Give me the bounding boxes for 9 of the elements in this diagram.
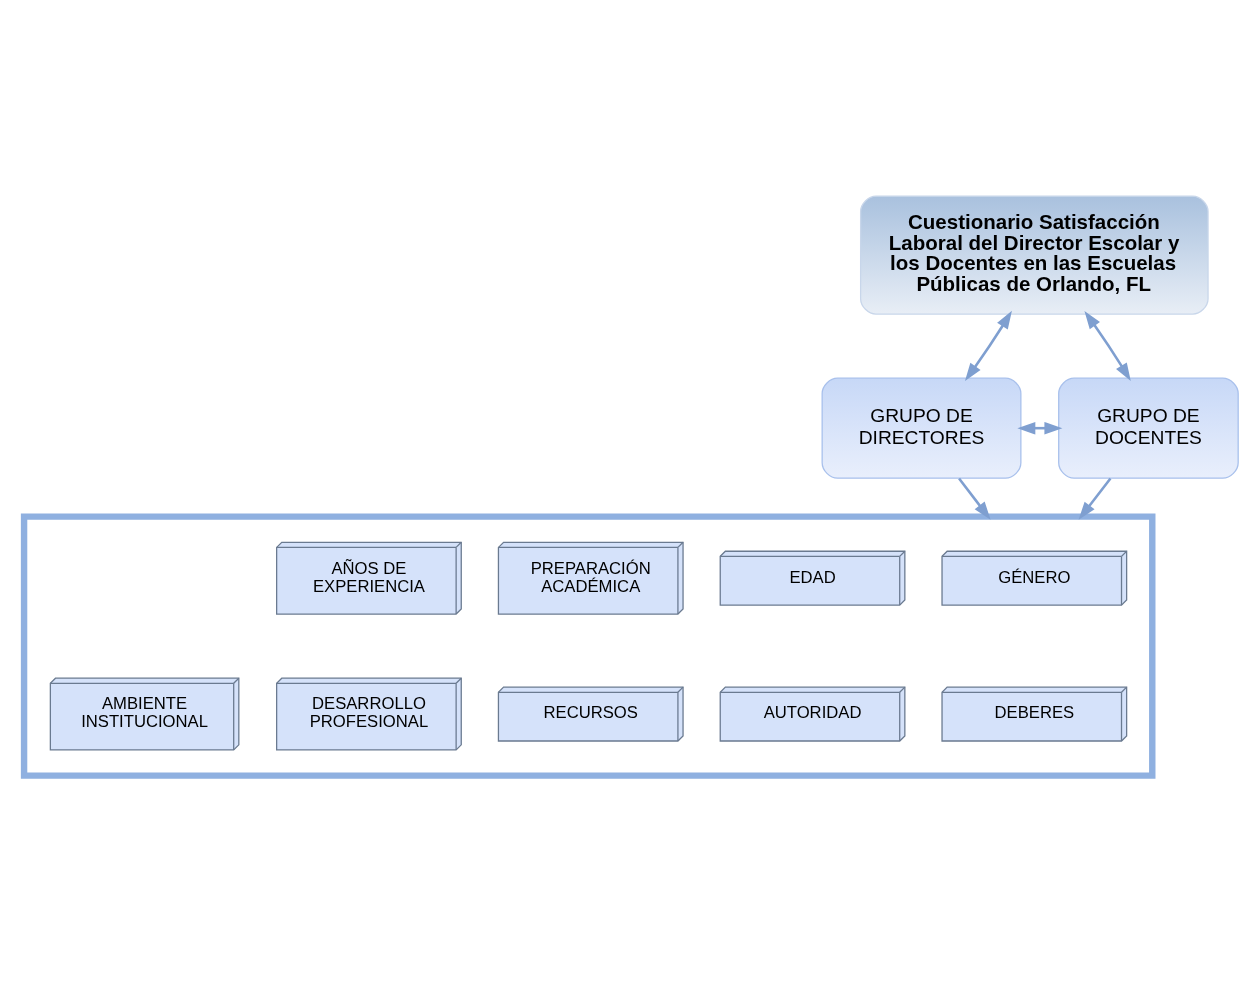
arrow	[1078, 477, 1112, 520]
node-box: GRUPO DE DOCENTES	[1058, 377, 1239, 479]
arrow	[1084, 310, 1131, 382]
arrow	[964, 310, 1012, 381]
node-box: GRUPO DE DIRECTORES	[821, 377, 1022, 479]
node-box: Cuestionario Satisfacción Laboral del Director Escolar y los Docentes en las Escuelas Públicas de Orlando, FL	[860, 195, 1209, 315]
arrow	[1017, 421, 1063, 435]
arrow	[958, 477, 991, 520]
cluster	[20, 513, 1156, 779]
